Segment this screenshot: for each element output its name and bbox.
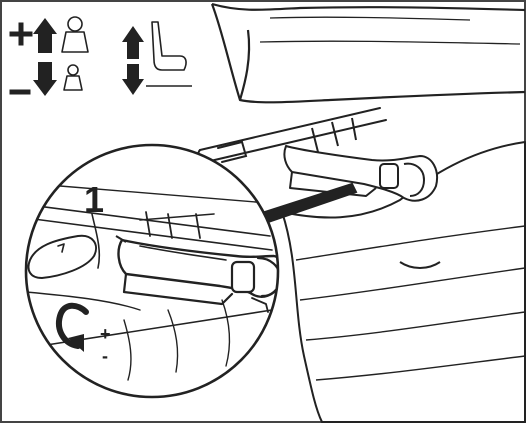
magnifier-outline xyxy=(24,143,280,399)
seat-suspension-bellows xyxy=(281,141,526,423)
callout-1-label: 1 xyxy=(84,179,104,220)
adjustment-lever xyxy=(283,117,438,202)
rotate-direction-icon xyxy=(56,302,89,352)
seat-cushion xyxy=(210,2,526,104)
seat-height-adjust-icon xyxy=(122,21,192,95)
weight-adjust-icon xyxy=(9,16,89,96)
magnified-detail xyxy=(26,185,278,381)
rotate-plus-sign: + xyxy=(100,324,111,344)
callout-1-leader xyxy=(115,235,127,243)
rotate-minus-sign: - xyxy=(102,346,108,366)
